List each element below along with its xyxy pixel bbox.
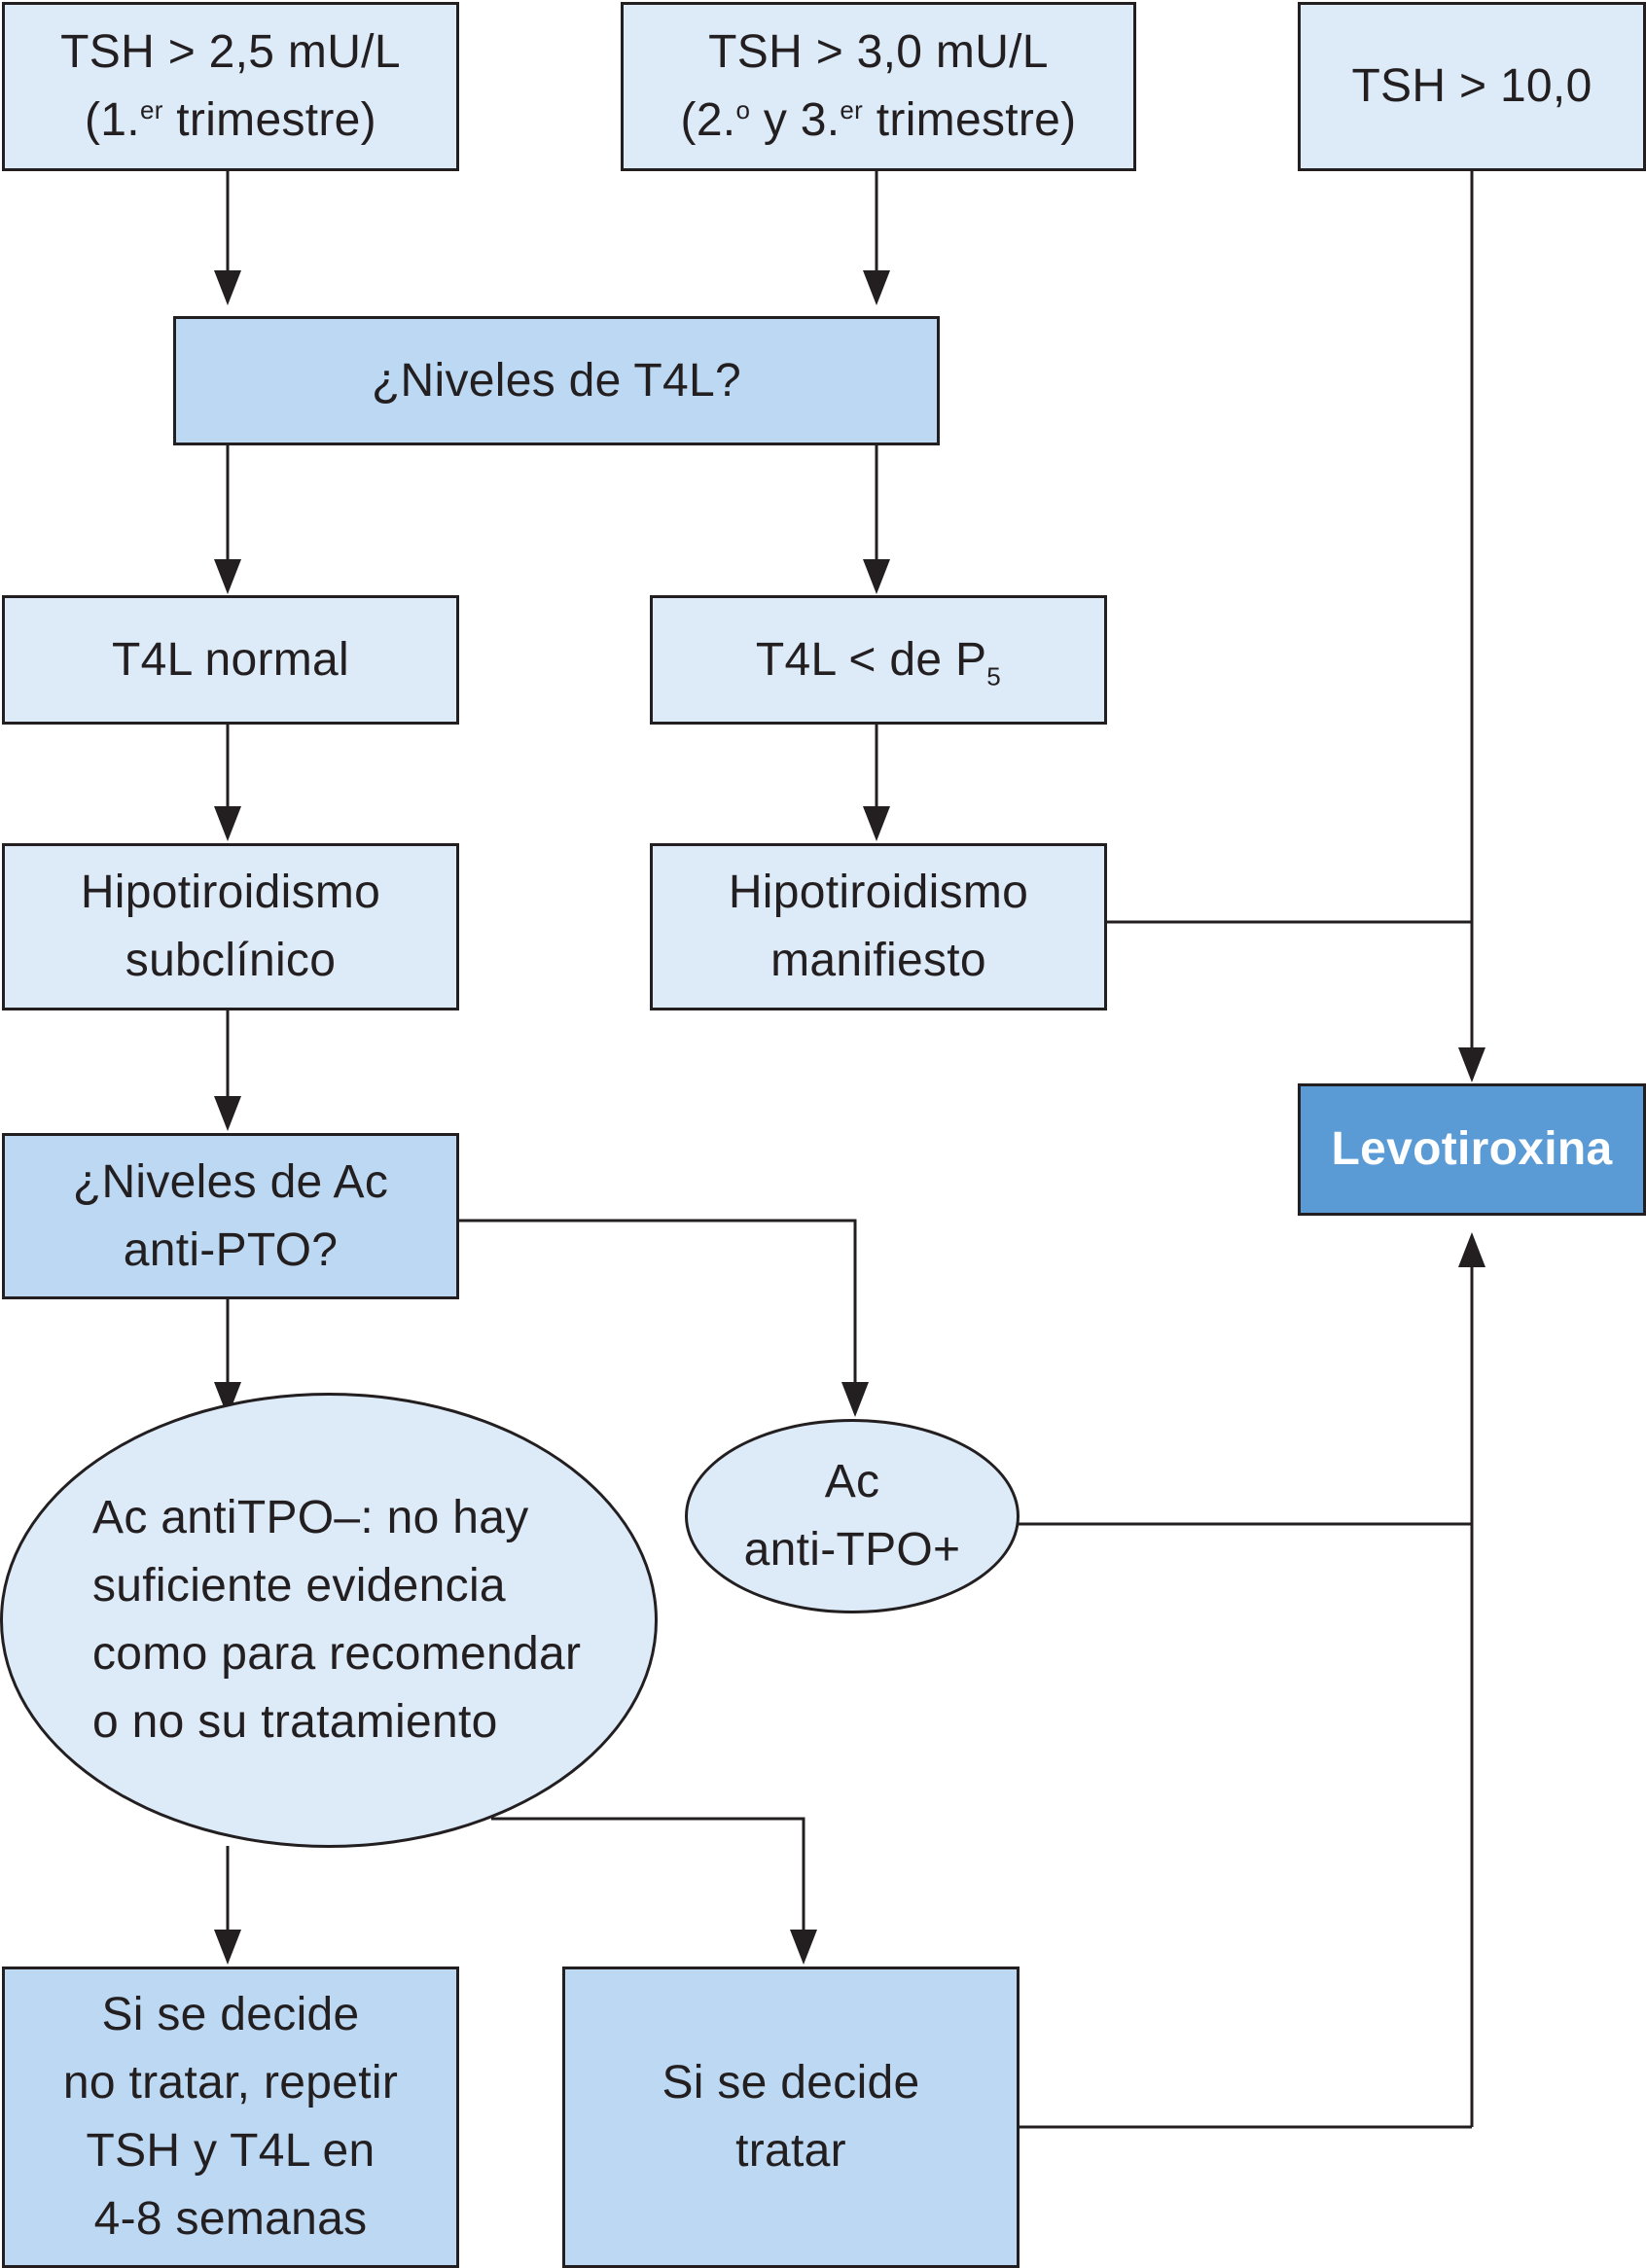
arrowhead: [214, 1382, 241, 1417]
arrowhead: [790, 1930, 817, 1965]
acpos-line2: anti-TPO+: [743, 1524, 961, 1576]
hiposub-line2: subclínico: [125, 935, 337, 986]
tratar-line1: Si se decide: [662, 2057, 920, 2109]
levotiroxina-label: Levotiroxina: [1331, 1123, 1613, 1175]
tratar-line2: tratar: [735, 2125, 846, 2177]
arrowhead: [863, 270, 890, 305]
arrowhead: [214, 559, 241, 594]
arrowhead: [214, 806, 241, 841]
notratar-line4: 4-8 semanas: [93, 2193, 368, 2245]
arrowhead: [841, 1382, 869, 1417]
t4l-low-box: T4L < de P5: [650, 595, 1107, 725]
niveles-t4l-label: ¿Niveles de T4L?: [371, 354, 742, 407]
arrowhead: [214, 1096, 241, 1131]
niveles-t4l-box: ¿Niveles de T4L?: [173, 316, 940, 445]
arrow-acneg-to-tratar: [491, 1817, 805, 1943]
acneg-line2: suficiente evidencia: [92, 1560, 506, 1612]
arrowhead: [1458, 1232, 1485, 1267]
acpos-line1: Ac: [824, 1456, 880, 1507]
arrow-nivelesac-to-acpos: [458, 1219, 857, 1396]
arrowhead: [1458, 1047, 1485, 1082]
hipoman-line1: Hipotiroidismo: [728, 867, 1029, 918]
niveles-ac-line1: ¿Niveles de Ac: [72, 1155, 389, 1208]
hiposub-line1: Hipotiroidismo: [80, 867, 381, 918]
t4l-normal-box: T4L normal: [2, 595, 459, 725]
tratar-box: Si se decide tratar: [562, 1967, 1020, 2268]
hipoman-line2: manifiesto: [770, 935, 986, 986]
tsh-10-label: TSH > 10,0: [1351, 60, 1592, 112]
tsh-2-5-line1: TSH > 2,5 mU/L: [60, 26, 401, 78]
levotiroxina-box: Levotiroxina: [1298, 1083, 1646, 1216]
arrowhead: [863, 559, 890, 594]
acneg-line3: como para recomendar: [92, 1628, 582, 1680]
notratar-line2: no tratar, repetir: [62, 2057, 399, 2109]
arrowhead: [214, 1930, 241, 1965]
tsh-3-0-line2: (2.o y 3.er trimestre): [680, 94, 1077, 146]
notratar-line1: Si se decide: [101, 1989, 360, 2040]
hipotiroidismo-manifiesto-box: Hipotiroidismo manifiesto: [650, 843, 1107, 1010]
no-tratar-box: Si se decide no tratar, repetir TSH y T4…: [2, 1967, 459, 2268]
hipotiroidismo-subclinico-box: Hipotiroidismo subclínico: [2, 843, 459, 1010]
ac-anti-tpo-positive-ellipse: Ac anti-TPO+: [685, 1419, 1020, 1613]
t4l-normal-label: T4L normal: [112, 633, 349, 686]
tsh-2-5-box: TSH > 2,5 mU/L (1.er trimestre): [2, 2, 459, 171]
niveles-ac-box: ¿Niveles de Ac anti-PTO?: [2, 1133, 459, 1299]
tsh-3-0-box: TSH > 3,0 mU/L (2.o y 3.er trimestre): [621, 2, 1136, 171]
tsh-10-box: TSH > 10,0: [1298, 2, 1646, 171]
notratar-line3: TSH y T4L en: [86, 2125, 376, 2177]
acneg-line4: o no su tratamiento: [92, 1696, 498, 1748]
tsh-2-5-line2: (1.er trimestre): [85, 94, 376, 146]
t4l-low-label: T4L < de P5: [755, 633, 1002, 691]
acneg-line1: Ac antiTPO–: no hay: [92, 1492, 529, 1543]
arrowhead: [863, 806, 890, 841]
ac-anti-tpo-negative-ellipse: Ac antiTPO–: no hay suficiente evidencia…: [0, 1393, 658, 1848]
arrowhead: [214, 270, 241, 305]
tsh-3-0-line1: TSH > 3,0 mU/L: [708, 26, 1049, 78]
niveles-ac-line2: anti-PTO?: [123, 1223, 339, 1276]
